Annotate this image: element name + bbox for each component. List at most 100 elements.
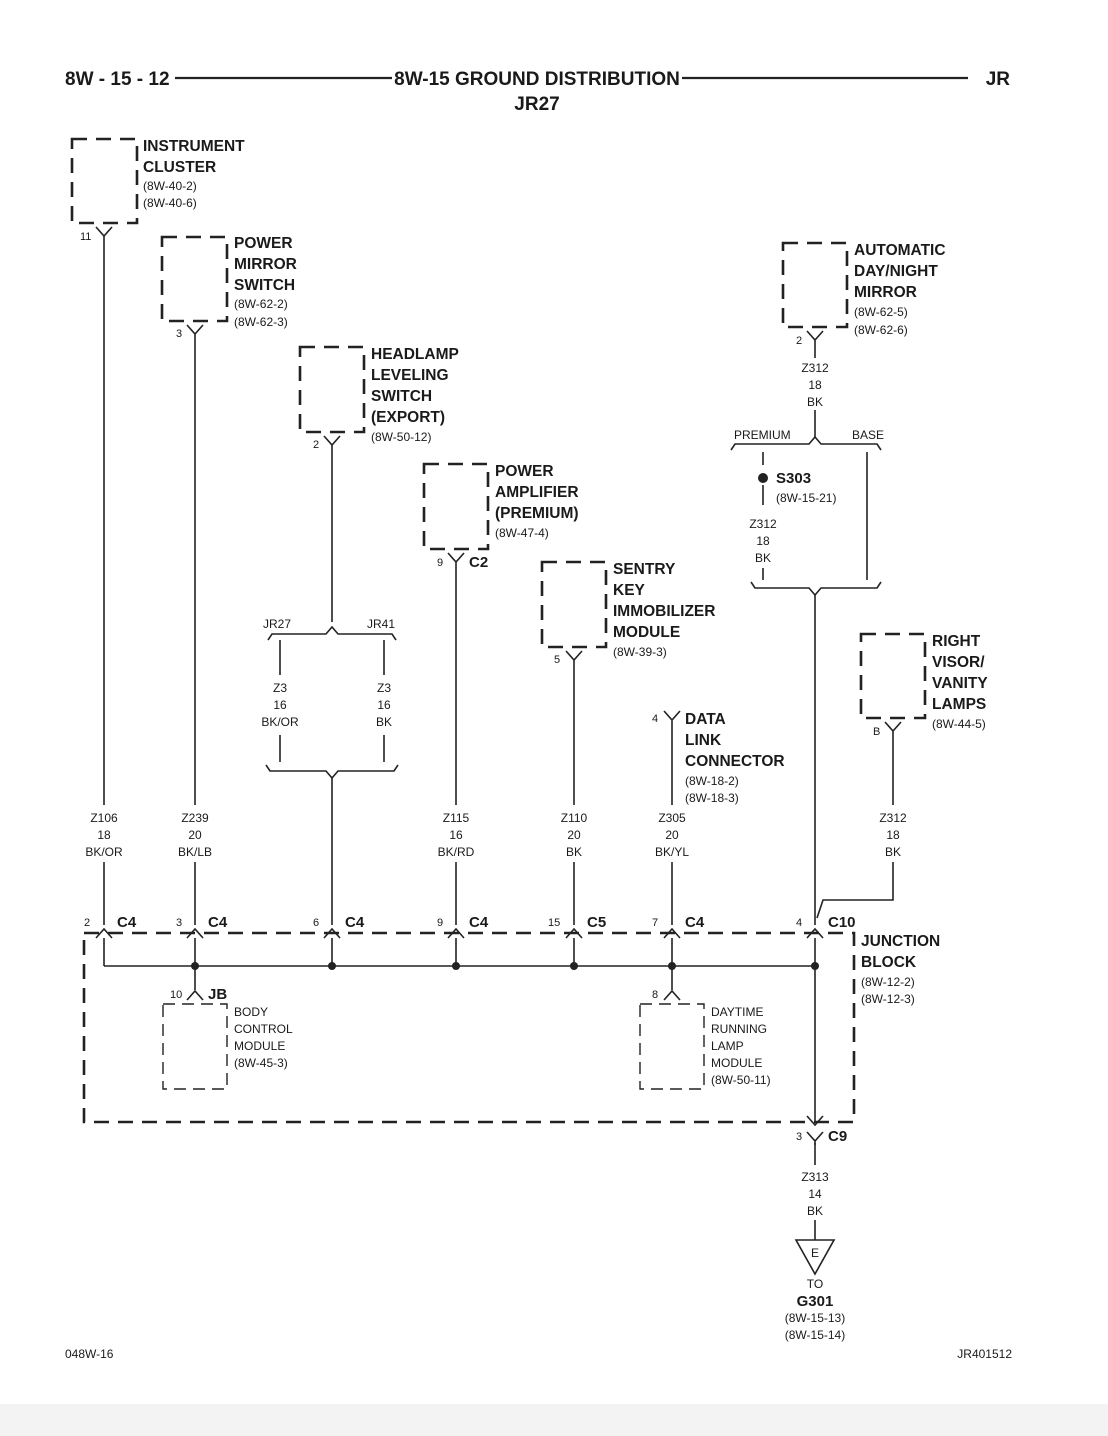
- wire-gauge: 18: [756, 534, 770, 548]
- wire-color: BK: [755, 551, 771, 565]
- wire-gauge: 16: [273, 698, 287, 712]
- connector-label: C4: [208, 914, 228, 931]
- wire-gauge: 14: [808, 1187, 822, 1201]
- component-label: SWITCH: [371, 388, 432, 405]
- component-label: BLOCK: [861, 954, 917, 971]
- reference: (8W-40-6): [143, 196, 197, 210]
- component-label: LAMPS: [932, 696, 986, 713]
- wire-gauge: 16: [377, 698, 391, 712]
- variant-label: JR27: [263, 617, 291, 631]
- component-label: POWER: [495, 463, 554, 480]
- wire-color: BK: [376, 715, 392, 729]
- reference: (8W-18-2): [685, 774, 739, 788]
- pin-number: 2: [313, 439, 319, 451]
- component-connectors: [95, 226, 902, 735]
- pin-number: 4: [796, 917, 802, 929]
- connector-label: JB: [208, 986, 227, 1003]
- wire-id: Z115: [443, 811, 470, 825]
- daytime-running-lamp-module: 8 DAYTIME RUNNING LAMP MODULE (8W-50-11): [639, 989, 771, 1090]
- wires: [103, 240, 894, 1240]
- connector-label: C4: [685, 914, 705, 931]
- connector-label: C4: [117, 914, 137, 931]
- reference: (8W-15-13): [785, 1311, 845, 1325]
- pin-number: 3: [176, 328, 182, 340]
- model-code: JR: [986, 69, 1011, 90]
- wire-id: Z239: [181, 811, 209, 825]
- wire-color: BK: [885, 845, 901, 859]
- reference: (8W-39-3): [613, 645, 667, 659]
- wire-gauge: 20: [567, 828, 581, 842]
- component-label: CONTROL: [234, 1022, 293, 1036]
- footer-right: JR401512: [957, 1347, 1012, 1361]
- page-number: 8W - 15 - 12: [65, 69, 170, 90]
- pin-number: 10: [170, 989, 182, 1001]
- component-label: MIRROR: [854, 284, 917, 301]
- splice-dot: [758, 473, 768, 483]
- ground-name: G301: [797, 1293, 834, 1310]
- component-label: KEY: [613, 582, 646, 599]
- junction-block-connectors: 2 C4 3 C4 6 C4 9 C4 15 C5 7 C4 4 C10: [84, 914, 856, 939]
- component-label: BODY: [234, 1005, 268, 1019]
- component-label: LINK: [685, 732, 722, 749]
- connector-label: C4: [469, 914, 489, 931]
- wire-id: Z3: [377, 681, 391, 695]
- reference: (8W-15-21): [776, 491, 836, 505]
- power-amplifier: POWER AMPLIFIER (PREMIUM) (8W-47-4) 9 C2: [422, 462, 579, 571]
- reference: (8W-44-5): [932, 717, 986, 731]
- component-label: RUNNING: [711, 1022, 767, 1036]
- reference: (8W-62-6): [854, 323, 908, 337]
- wire-color: BK/LB: [178, 845, 212, 859]
- component-label: RIGHT: [932, 633, 981, 650]
- wire-color: BK/RD: [438, 845, 475, 859]
- wire-gauge: 16: [449, 828, 463, 842]
- component-label: MIRROR: [234, 256, 297, 273]
- page-subtitle: JR27: [514, 94, 559, 115]
- component-label: (PREMIUM): [495, 505, 579, 522]
- component-label: VISOR/: [932, 654, 985, 671]
- pin-number: 2: [796, 335, 802, 347]
- wire-color: BK: [807, 1204, 823, 1218]
- component-label: POWER: [234, 235, 293, 252]
- footer-left: 048W-16: [65, 1347, 114, 1361]
- power-mirror-switch: POWER MIRROR SWITCH (8W-62-2) (8W-62-3) …: [160, 235, 297, 340]
- connector-label: C10: [828, 914, 856, 931]
- connector-label: C4: [345, 914, 365, 931]
- headlamp-leveling-switch: HEADLAMP LEVELING SWITCH (EXPORT) (8W-50…: [298, 345, 459, 451]
- wire-color: BK: [566, 845, 582, 859]
- pin-number: 3: [796, 1131, 802, 1143]
- component-label: AUTOMATIC: [854, 242, 946, 259]
- pin-number: 7: [652, 917, 658, 929]
- wire-id: Z106: [90, 811, 118, 825]
- pin-number: B: [873, 726, 880, 738]
- footer: 048W-16 JR401512: [65, 1347, 1012, 1361]
- reference: (8W-40-2): [143, 179, 197, 193]
- data-link-connector: 4 DATA LINK CONNECTOR (8W-18-2) (8W-18-3…: [652, 711, 785, 805]
- wire-gauge: 18: [97, 828, 111, 842]
- sentry-key-immobilizer-module: SENTRY KEY IMMOBILIZER MODULE (8W-39-3) …: [540, 560, 715, 666]
- component-label: VANITY: [932, 675, 988, 692]
- ground-letter: E: [811, 1246, 819, 1260]
- wire-gauge: 20: [188, 828, 202, 842]
- wire-color: BK/YL: [655, 845, 689, 859]
- pin-number: 15: [548, 917, 560, 929]
- ground: E TO G301 (8W-15-13) (8W-15-14): [785, 1239, 845, 1342]
- wiring-diagram: 8W - 15 - 12 8W-15 GROUND DISTRIBUTION J…: [65, 69, 1012, 1361]
- reference: (8W-15-14): [785, 1328, 845, 1342]
- component-label: (EXPORT): [371, 409, 445, 426]
- variant-label: JR41: [367, 617, 395, 631]
- reference: (8W-62-3): [234, 315, 288, 329]
- connector-label: C5: [587, 914, 606, 931]
- pin-number: 4: [652, 713, 658, 725]
- component-label: DATA: [685, 711, 726, 728]
- wire-color: BK: [807, 395, 823, 409]
- reference: (8W-12-2): [861, 975, 915, 989]
- wire-color: BK/OR: [85, 845, 123, 859]
- component-label: LEVELING: [371, 367, 449, 384]
- junction-block: JUNCTION BLOCK (8W-12-2) (8W-12-3): [82, 931, 940, 1124]
- bottom-connector: 3 C9: [796, 1115, 847, 1145]
- component-label: HEADLAMP: [371, 346, 459, 363]
- component-label: JUNCTION: [861, 933, 940, 950]
- component-label: SENTRY: [613, 561, 676, 578]
- component-label: CLUSTER: [143, 159, 216, 176]
